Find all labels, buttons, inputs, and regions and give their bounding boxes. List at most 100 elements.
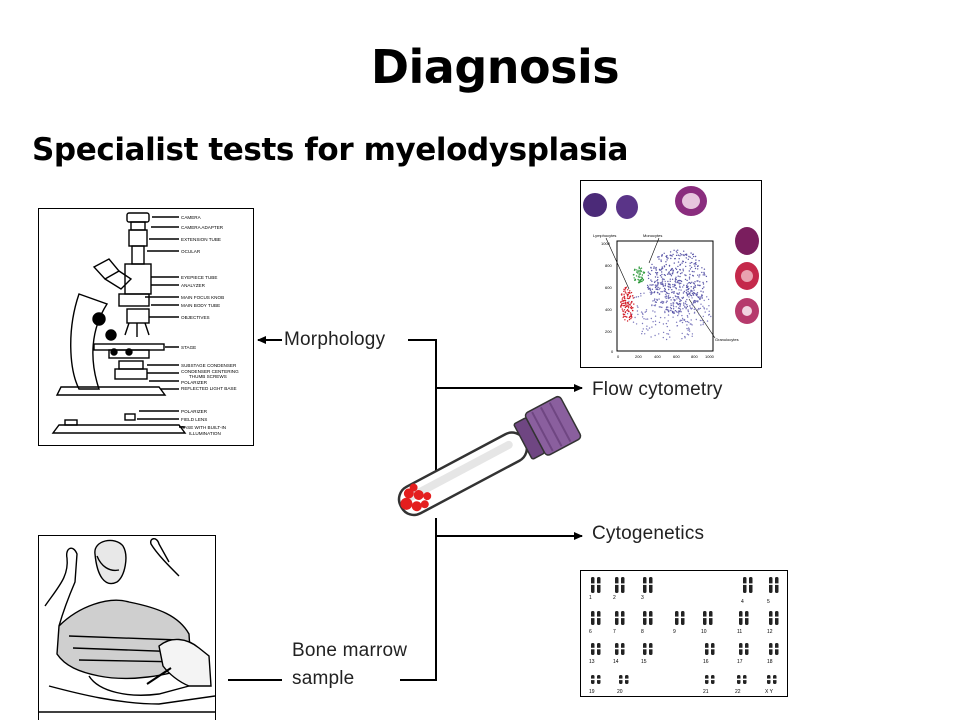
scatter-point — [667, 257, 669, 259]
scatter-point — [682, 296, 685, 298]
chromosome-band — [621, 647, 625, 650]
scatter-point — [657, 276, 659, 278]
scatter-point — [661, 271, 663, 273]
chromosome — [615, 577, 619, 593]
scatter-point — [699, 296, 701, 298]
scatter-point — [702, 283, 705, 285]
chromosome-band — [705, 678, 709, 681]
scatter-point — [677, 293, 679, 295]
scatter-point — [640, 311, 643, 313]
scatter-point — [647, 277, 650, 280]
scatter-point — [653, 267, 655, 269]
scatter-point — [645, 318, 647, 320]
scatter-point — [669, 269, 672, 272]
scatter-point — [682, 286, 684, 288]
scatter-point — [655, 288, 657, 290]
chromosome-number: 13 — [589, 659, 595, 665]
scatter-point — [660, 283, 662, 285]
scatter-point — [665, 292, 668, 294]
scatter-point — [670, 309, 672, 312]
scatter-point — [654, 280, 656, 283]
scatter-point — [676, 298, 678, 300]
scatter-point — [667, 295, 670, 297]
scatter-point — [697, 296, 700, 299]
scatter-point — [628, 291, 631, 294]
scatter-point — [679, 285, 681, 287]
scatter-point — [678, 292, 681, 294]
scatter-point — [692, 293, 694, 295]
scatter-point — [682, 308, 684, 310]
scatter-point — [636, 271, 638, 273]
chromosome-band — [745, 616, 749, 619]
microscope-label: POLARIZER — [181, 380, 208, 385]
scatter-point — [672, 304, 674, 306]
scatter-point — [636, 310, 639, 312]
scatter-point — [680, 289, 682, 291]
karyotype-illustration: 1 2 3 4 5 6 7 8 9 10 11 12 13 14 15 16 1… — [580, 570, 788, 697]
scatter-point — [676, 302, 678, 304]
scatter-point — [686, 295, 689, 297]
chromosome — [621, 577, 625, 593]
flow-scatter-points — [620, 249, 712, 341]
scatter-point — [694, 262, 696, 265]
scatter-point — [660, 276, 663, 278]
scatter-point — [642, 271, 644, 273]
scatter-point — [634, 278, 636, 280]
scatter-point — [670, 299, 672, 301]
scatter-point — [634, 316, 636, 319]
scatter-point — [626, 310, 628, 312]
scatter-point — [645, 310, 647, 313]
chromosome-band — [769, 616, 773, 619]
scatter-point — [673, 299, 675, 301]
scatter-point — [624, 297, 626, 300]
scatter-point — [663, 287, 666, 290]
scatter-point — [667, 285, 669, 287]
scatter-point — [678, 311, 680, 313]
scatter-point — [698, 308, 700, 310]
scatter-point — [673, 262, 675, 264]
blood-tube-icon — [397, 395, 582, 517]
chromosome-band — [711, 678, 715, 681]
scatter-point — [686, 327, 688, 330]
chromosome-band — [745, 647, 749, 650]
scatter-point — [648, 288, 650, 290]
scatter-point — [695, 263, 697, 266]
scatter-point — [678, 289, 680, 291]
scatter-point — [701, 319, 703, 322]
scatter-point — [675, 321, 678, 323]
scatter-point — [666, 273, 669, 275]
scatter-point — [637, 296, 640, 298]
scatter-point — [681, 338, 683, 340]
scatter-point — [659, 316, 662, 319]
scatter-point — [628, 300, 630, 303]
scatter-point — [638, 267, 640, 269]
scatter-point — [661, 254, 663, 256]
scatter-point — [691, 290, 693, 292]
chromosome-band — [711, 647, 715, 650]
microscope-label: ILLUMINATION — [189, 431, 221, 436]
scatter-point — [706, 320, 709, 322]
chromosome-band — [767, 678, 771, 681]
scatter-point — [697, 268, 699, 270]
chromosome-band — [739, 616, 743, 619]
scatter-point — [687, 327, 690, 329]
scatter-point — [657, 279, 659, 281]
flow-y-tick: 600 — [605, 285, 612, 290]
scatter-point — [620, 301, 622, 303]
scatter-point — [645, 328, 648, 330]
scatter-point — [691, 261, 693, 264]
scatter-point — [657, 286, 659, 289]
scatter-point — [671, 278, 674, 280]
chromosome-band — [709, 616, 713, 619]
scatter-point — [687, 316, 689, 318]
scatter-point — [707, 298, 710, 301]
chromosome-number: 4 — [741, 599, 744, 605]
scatter-point — [667, 296, 669, 298]
scatter-point — [620, 304, 622, 306]
scatter-point — [657, 284, 659, 286]
scatter-point — [624, 301, 626, 303]
scatter-point — [693, 292, 696, 295]
scatter-point — [688, 293, 690, 295]
scatter-point — [706, 296, 708, 298]
scatter-point — [686, 304, 688, 306]
